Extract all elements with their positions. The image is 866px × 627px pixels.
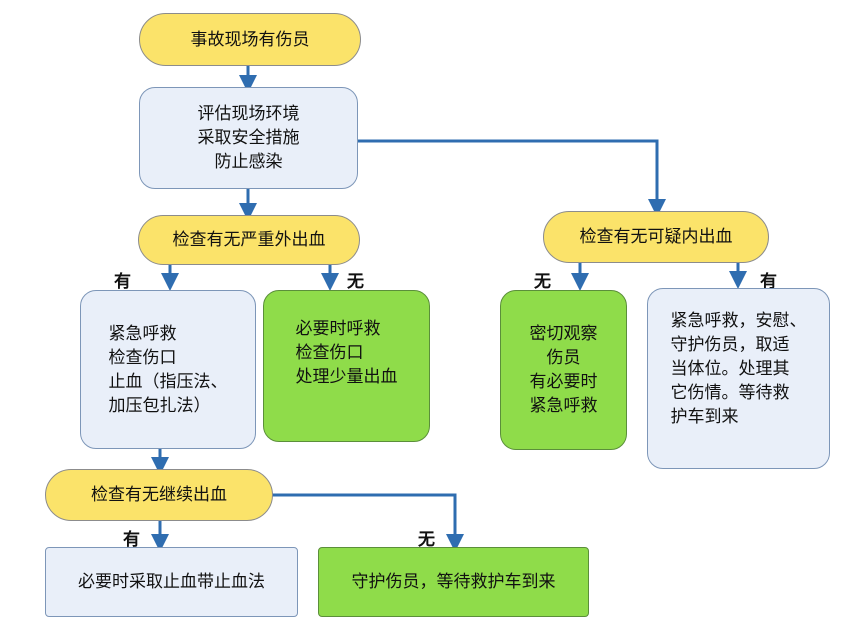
external-yes-action-node: 紧急呼救 检查伤口 止血（指压法、 加压包扎法）: [80, 290, 256, 449]
arrow-continue-no: [272, 493, 464, 552]
label-external-yes: 有: [114, 272, 131, 292]
ext-no-line-3: 处理少量出血: [295, 367, 398, 387]
continue-yes-action-node: 必要时采取止血带止血法: [45, 547, 298, 617]
internal-no-text: 密切观察 伤员 有必要时 紧急呼救: [530, 322, 598, 418]
continue-no-label: 守护伤员，等待救护车到来: [351, 572, 556, 592]
int-no-line-2: 伤员: [546, 348, 581, 368]
internal-yes-action-node: 紧急呼救，安慰、 守护伤员，取适 当体位。处理其 它伤情。等待救 护车到来: [647, 288, 830, 469]
int-no-line-4: 紧急呼救: [529, 396, 598, 416]
assess-line-3: 防止感染: [214, 152, 283, 172]
assess-scene-node: 评估现场环境 采取安全措施 防止感染: [139, 87, 358, 189]
label-internal-yes: 有: [760, 272, 777, 292]
ext-yes-line-2: 检查伤口: [108, 347, 177, 368]
label-external-no: 无: [347, 272, 364, 292]
int-yes-line-3: 当体位。处理其: [670, 358, 790, 379]
assess-scene-text: 评估现场环境 采取安全措施 防止感染: [198, 102, 300, 174]
internal-yes-text: 紧急呼救，安慰、 守护伤员，取适 当体位。处理其 它伤情。等待救 护车到来: [671, 309, 807, 429]
internal-bleeding-check-node: 检查有无可疑内出血: [543, 211, 769, 263]
int-no-line-3: 有必要时: [529, 372, 598, 392]
ext-yes-line-3: 止血（指压法、: [108, 371, 228, 392]
external-no-text: 必要时呼救 检查伤口 处理少量出血: [296, 317, 398, 389]
continued-bleeding-check-label: 检查有无继续出血: [91, 485, 227, 505]
assess-line-2: 采取安全措施: [197, 128, 300, 148]
ext-yes-line-1: 紧急呼救: [108, 323, 177, 344]
external-yes-text: 紧急呼救 检查伤口 止血（指压法、 加压包扎法）: [109, 322, 228, 418]
internal-no-action-node: 密切观察 伤员 有必要时 紧急呼救: [500, 290, 627, 450]
continue-no-action-node: 守护伤员，等待救护车到来: [318, 547, 589, 617]
assess-line-1: 评估现场环境: [197, 104, 300, 124]
int-yes-line-4: 它伤情。等待救: [670, 382, 790, 403]
internal-bleeding-check-label: 检查有无可疑内出血: [579, 227, 733, 247]
int-yes-line-1: 紧急呼救，安慰、: [670, 310, 807, 331]
ext-no-line-2: 检查伤口: [295, 343, 364, 363]
continued-bleeding-check-node: 检查有无继续出血: [45, 469, 273, 521]
label-internal-no: 无: [534, 272, 551, 292]
start-node-label: 事故现场有伤员: [190, 29, 310, 50]
int-yes-line-5: 护车到来: [670, 406, 739, 427]
arrow-assess-to-internal-check: [357, 139, 666, 217]
continue-yes-label: 必要时采取止血带止血法: [78, 572, 265, 592]
external-bleeding-check-node: 检查有无严重外出血: [138, 215, 360, 265]
int-yes-line-2: 守护伤员，取适: [670, 334, 790, 355]
start-node: 事故现场有伤员: [139, 13, 361, 66]
int-no-line-1: 密切观察: [529, 324, 598, 344]
ext-yes-line-4: 加压包扎法）: [108, 395, 211, 416]
external-no-action-node: 必要时呼救 检查伤口 处理少量出血: [263, 290, 430, 442]
ext-no-line-1: 必要时呼救: [295, 319, 381, 339]
label-continue-yes: 有: [123, 530, 140, 550]
label-continue-no: 无: [418, 530, 435, 550]
external-bleeding-check-label: 检查有无严重外出血: [172, 230, 326, 250]
